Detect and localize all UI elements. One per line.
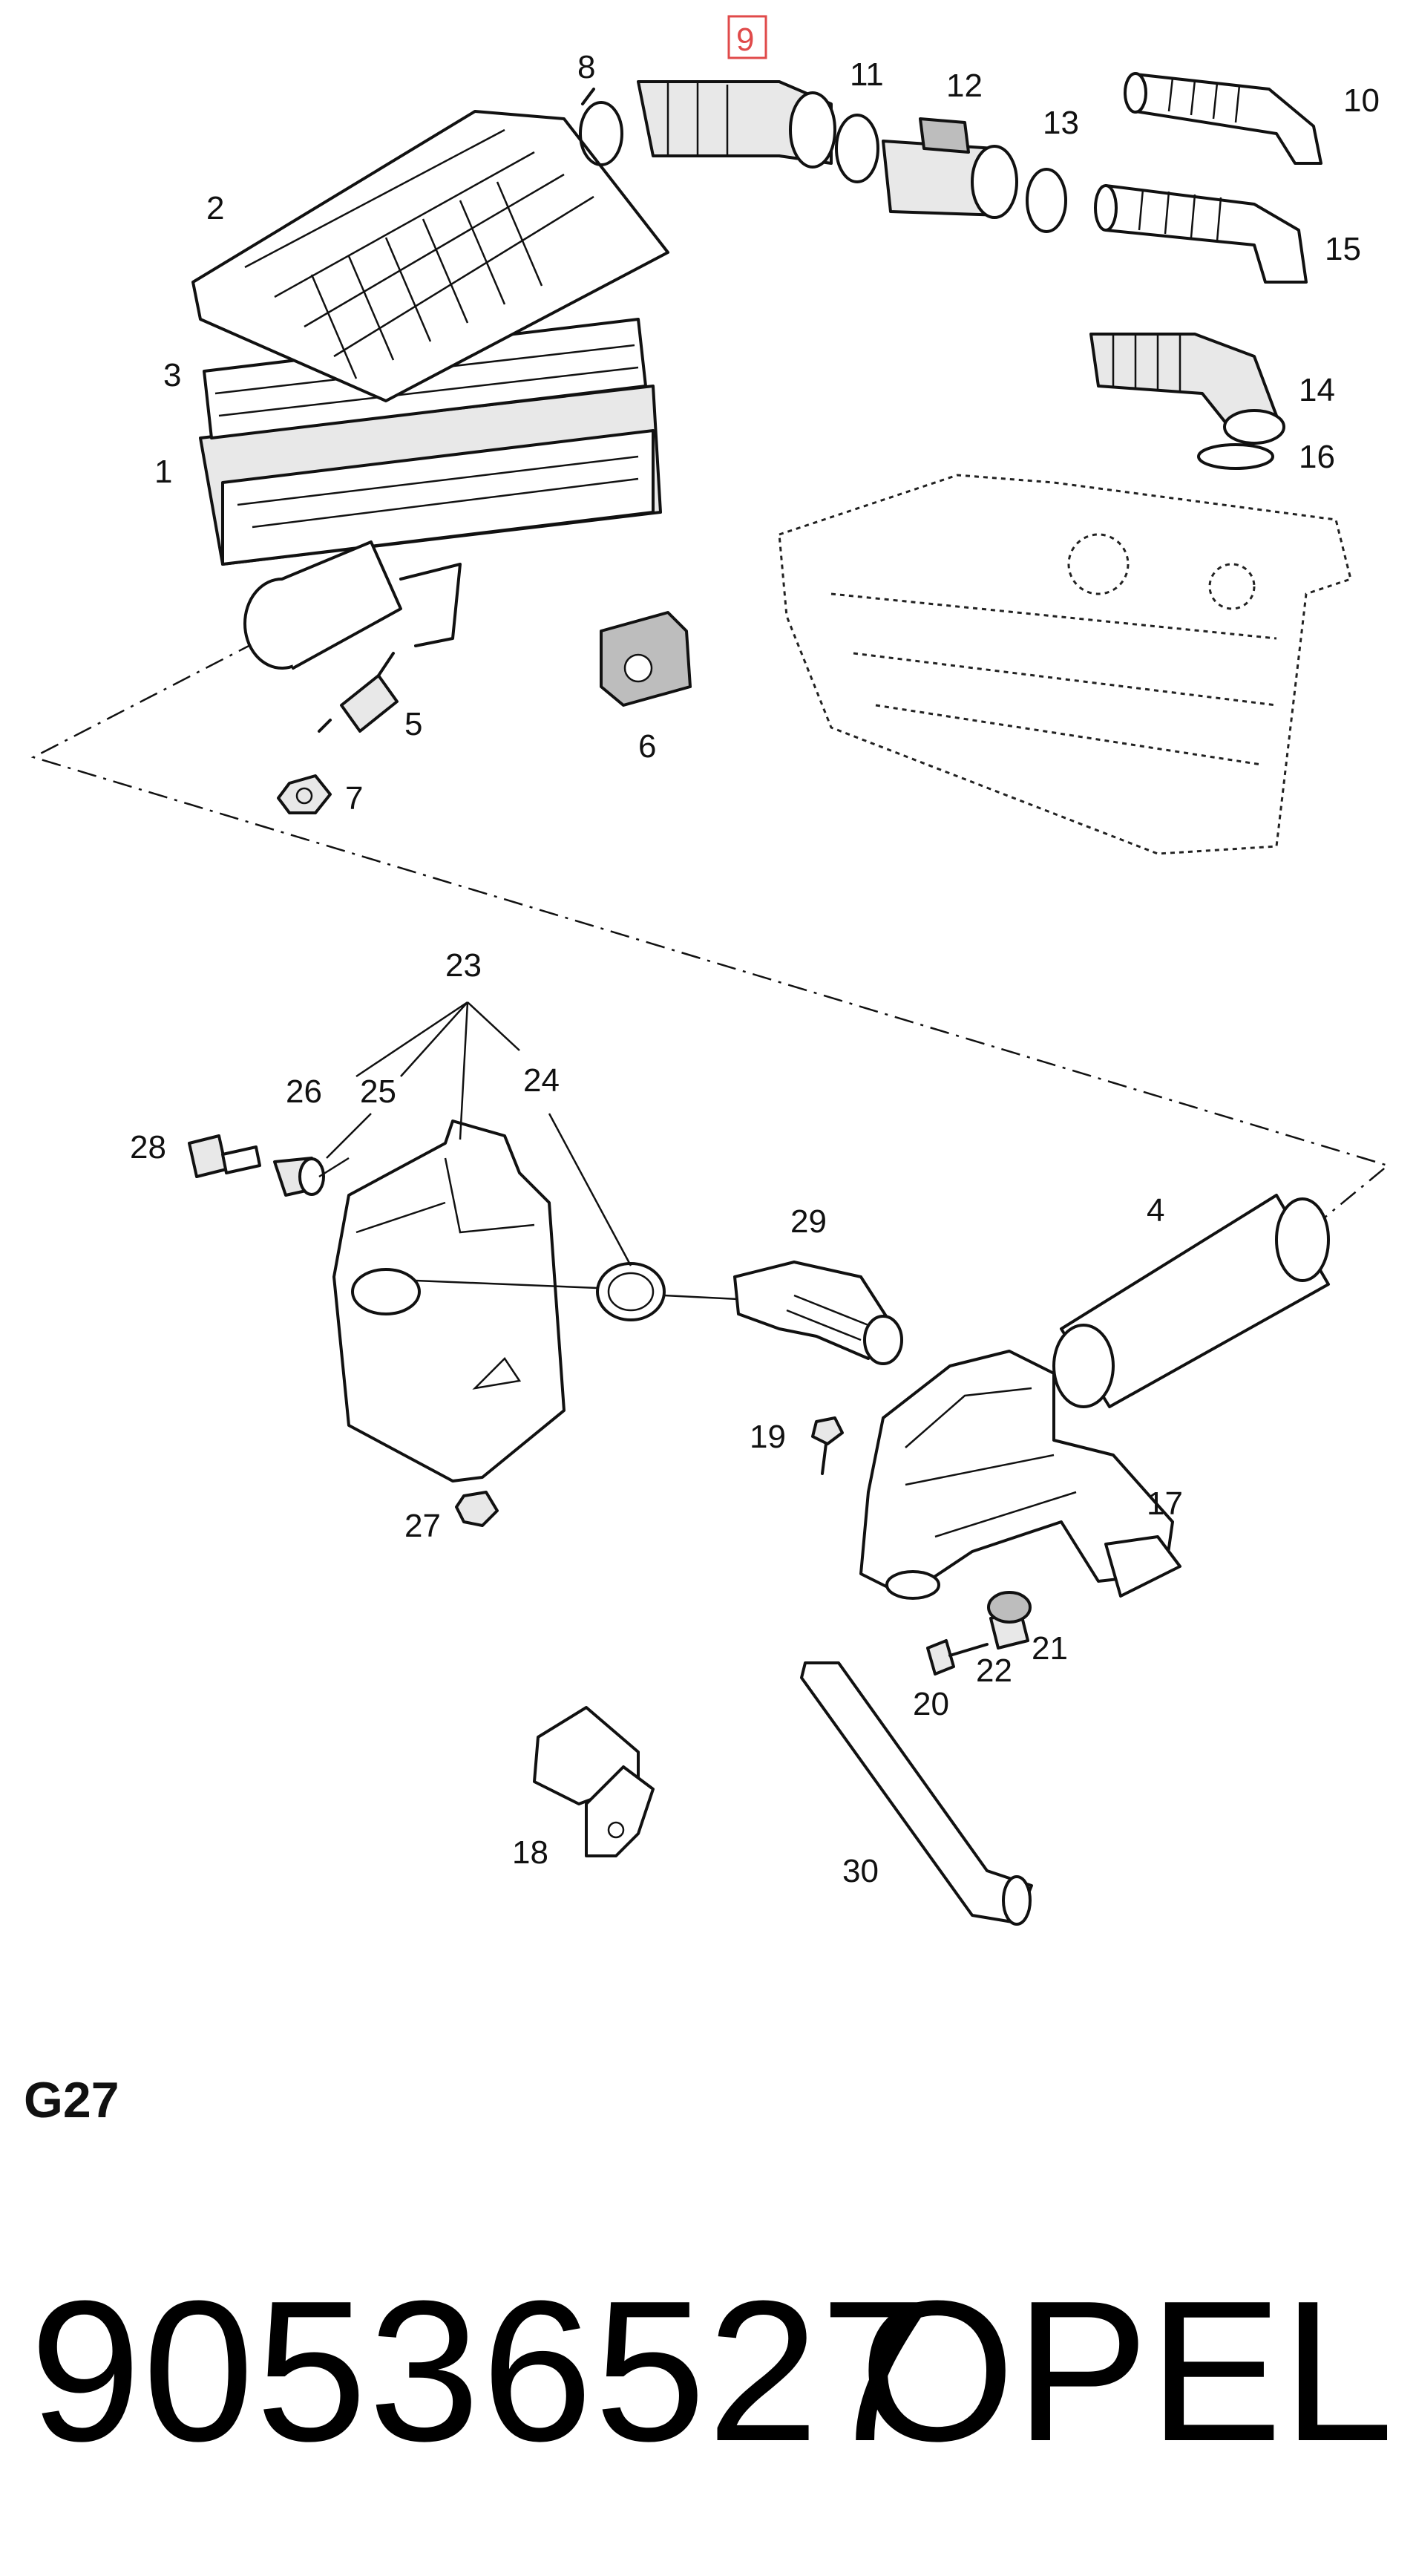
- callout-19: 19: [750, 1419, 786, 1455]
- callout-13: 13: [1043, 105, 1079, 141]
- breather-hose-part-15: [1094, 184, 1308, 284]
- callout-17: 17: [1147, 1485, 1183, 1522]
- assembly-boundary-lines: [30, 641, 1390, 1218]
- intake-hose-part-9: [637, 80, 836, 169]
- callout-3: 3: [163, 357, 181, 393]
- grommet-part-21: [987, 1591, 1032, 1624]
- grid-reference-label: G27: [24, 2072, 119, 2128]
- callout-8: 8: [577, 49, 595, 85]
- callout-6: 6: [638, 728, 656, 765]
- drain-hose-part-30: [800, 1661, 1033, 1926]
- callout-16: 16: [1299, 439, 1335, 475]
- bolt-part-20: [926, 1639, 989, 1676]
- callout-10: 10: [1343, 82, 1380, 119]
- intake-tube-part-4: [1052, 1194, 1330, 1408]
- mass-air-flow-sensor-part-12: [882, 117, 1018, 219]
- callout-leader-lines: [318, 1001, 632, 1266]
- resonator-part-23: [332, 1119, 566, 1482]
- intake-duct-part-17: [859, 1350, 1181, 1600]
- callout-23: 23: [445, 947, 482, 984]
- callout-18: 18: [512, 1834, 548, 1871]
- breather-hose-part-10: [1124, 72, 1322, 165]
- bolt-assembly-28-26-25: [188, 1134, 325, 1197]
- callout-11: 11: [850, 56, 884, 93]
- nut-part-7: [277, 774, 332, 814]
- callout-7: 7: [345, 780, 363, 817]
- elbow-part-29: [733, 1261, 903, 1365]
- callout-28: 28: [130, 1129, 166, 1166]
- part-number: 90536527: [30, 2260, 934, 2483]
- hose-clamp-part-8: [579, 88, 623, 166]
- callout-20: 20: [913, 1686, 949, 1722]
- callout-9: 9: [736, 22, 754, 58]
- hose-clamp-part-11: [835, 114, 879, 183]
- callout-9-highlight: [727, 15, 767, 59]
- callout-25: 25: [360, 1073, 396, 1110]
- callout-29: 29: [790, 1203, 827, 1240]
- intake-air-temp-sensor: [318, 652, 399, 733]
- callout-4: 4: [1147, 1192, 1164, 1229]
- exploded-parts-diagram: 1 2 3 4 5 6 7 8 9 10 11 12 13 14 15 16 1…: [30, 15, 1390, 1926]
- hose-clamp-part-13: [1026, 168, 1067, 233]
- assembly-guide-line: [415, 1279, 739, 1301]
- callout-5: 5: [404, 706, 422, 742]
- elbow-hose-part-14: [1089, 333, 1285, 445]
- brand-name: OPEL: [859, 2260, 1394, 2483]
- sealing-ring-part-24: [596, 1262, 666, 1321]
- callout-24: 24: [523, 1062, 560, 1099]
- callout-14: 14: [1299, 372, 1335, 408]
- callout-15: 15: [1325, 231, 1361, 267]
- screw-part-19: [811, 1416, 844, 1475]
- nut-part-27: [455, 1491, 499, 1527]
- air-cleaner-housing: [191, 110, 669, 670]
- callout-labels: 1 2 3 4 5 6 7 8 9 10 11 12 13 14 15 16 1…: [130, 15, 1380, 1889]
- callout-22: 22: [976, 1653, 1012, 1689]
- rubber-mount-part-6: [600, 611, 692, 707]
- callout-12: 12: [946, 68, 983, 104]
- callout-21: 21: [1032, 1630, 1068, 1667]
- callout-2: 2: [206, 190, 224, 226]
- callout-30: 30: [842, 1853, 879, 1889]
- callout-1: 1: [154, 454, 172, 490]
- hose-clamp-part-16: [1197, 443, 1274, 470]
- callout-26: 26: [286, 1073, 322, 1110]
- bracket-part-18: [533, 1706, 655, 1857]
- engine-block-reference: [778, 474, 1352, 855]
- callout-27: 27: [404, 1508, 441, 1544]
